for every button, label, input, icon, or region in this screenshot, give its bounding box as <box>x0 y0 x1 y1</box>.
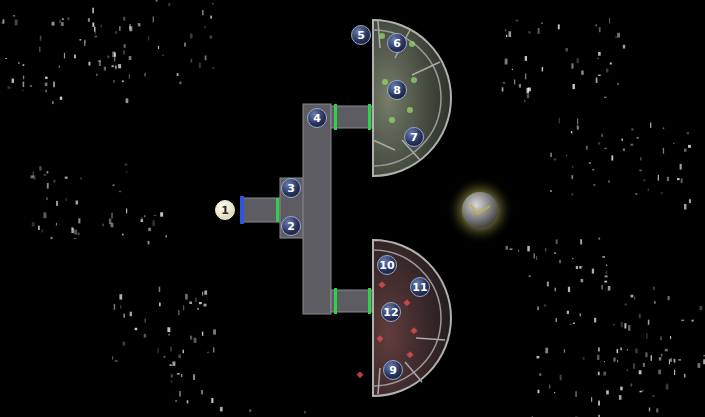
door <box>368 288 371 314</box>
callout-number: 12 <box>381 302 401 322</box>
callout-number: 9 <box>383 360 403 380</box>
door <box>334 288 337 314</box>
lower-module <box>356 240 451 396</box>
upper-module <box>373 20 451 176</box>
door <box>276 198 279 222</box>
callout-number: 11 <box>410 277 430 297</box>
callout-number: 4 <box>307 108 327 128</box>
callout-number: 2 <box>281 216 301 236</box>
door <box>368 104 371 130</box>
callout-number: 1 <box>215 200 235 220</box>
callout-number: 10 <box>377 255 397 275</box>
corridors <box>242 104 373 314</box>
airlock-door <box>240 196 244 224</box>
planet <box>446 176 514 244</box>
callout-number: 3 <box>281 178 301 198</box>
callout-number: 7 <box>404 127 424 147</box>
door <box>334 104 337 130</box>
callout-number: 8 <box>387 80 407 100</box>
callout-number: 5 <box>351 25 371 45</box>
callout-number: 6 <box>387 33 407 53</box>
